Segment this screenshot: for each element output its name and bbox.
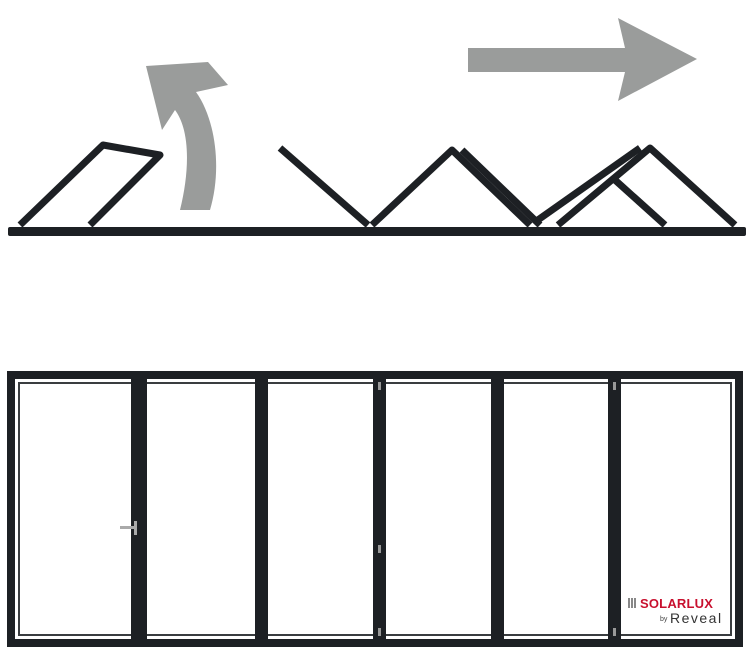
logo-partner: Reveal: [670, 610, 723, 626]
solarlux-reveal-logo: SOLARLUX by Reveal: [626, 594, 726, 630]
solarlux-logo-icon: [628, 598, 637, 608]
door-handle-icon: [120, 521, 137, 535]
top-view-fold-plan: [8, 141, 746, 236]
front-view-door: [7, 371, 743, 647]
arrow-right-icon: [468, 18, 697, 101]
logo-brand: SOLARLUX: [640, 596, 714, 611]
logo-by: by: [660, 616, 668, 623]
curved-arrow-up-icon: [146, 62, 228, 210]
